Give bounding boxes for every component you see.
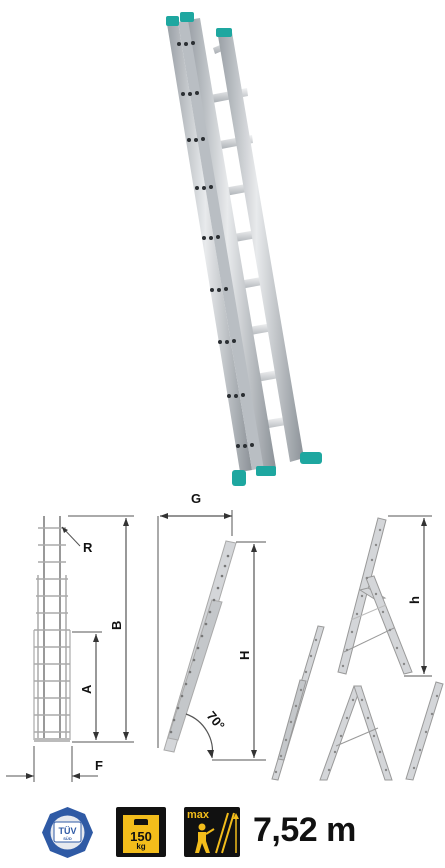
tuv-seal-icon: TÜV SÜD — [42, 807, 93, 858]
ladder-rail-back-left — [167, 22, 252, 472]
label-angle: 70° — [204, 708, 228, 733]
load-unit: kg — [136, 842, 146, 851]
label-b: B — [109, 621, 124, 630]
ladder-rivets — [177, 41, 254, 448]
max-working-height: 7,52 m — [253, 811, 356, 849]
person-on-ladder-icon — [195, 812, 239, 854]
tuv-certification-badge: TÜV SÜD — [40, 805, 95, 860]
load-capacity-badge: 150 kg — [116, 807, 166, 857]
label-g: G — [191, 491, 201, 506]
label-f: F — [95, 758, 103, 773]
weight-icon: 150 kg — [123, 815, 159, 853]
spec-footer: TÜV SÜD 150 kg max 7,52 m — [0, 805, 445, 860]
ladder-feet — [232, 452, 322, 486]
diagram-leaning-ladder — [157, 510, 266, 761]
max-label: max — [187, 809, 210, 821]
label-r: R — [83, 540, 93, 555]
diagram-extended-ladder — [6, 515, 134, 782]
ladder-rail-front-left — [188, 18, 276, 470]
ladder-rail-back-mid — [178, 20, 264, 470]
diagram-a-frame — [271, 515, 444, 781]
ladder-rail-front-right — [218, 32, 304, 462]
label-a: A — [79, 684, 94, 694]
ladder-top-caps — [166, 12, 232, 37]
label-h-upper: H — [237, 651, 252, 660]
label-h-lower: h — [407, 596, 422, 604]
load-value: 150 — [130, 829, 152, 844]
svg-text:SÜD: SÜD — [63, 836, 72, 841]
svg-text:TÜV: TÜV — [59, 826, 77, 836]
max-height-badge: max — [184, 807, 240, 857]
ladder-photo — [166, 12, 322, 486]
